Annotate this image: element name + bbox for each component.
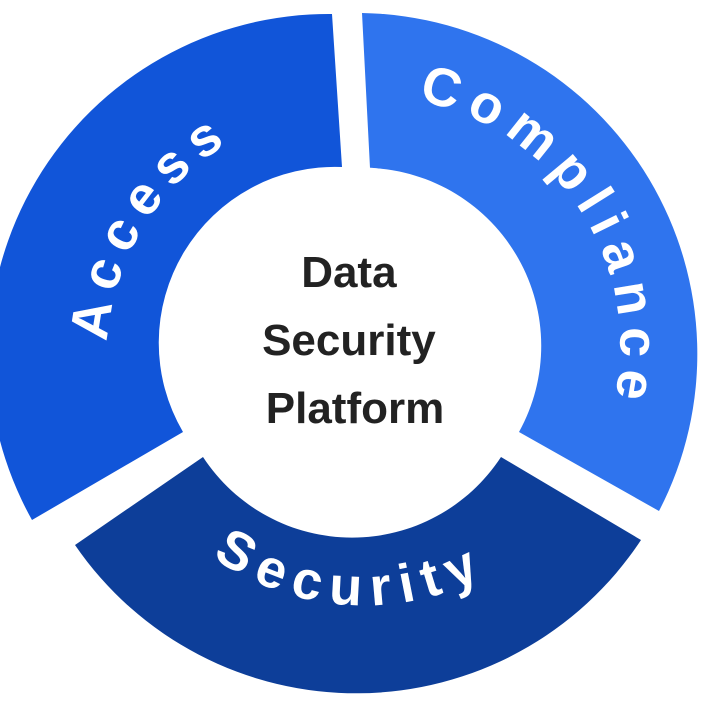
center-title-line-2: Security (262, 316, 436, 365)
segment-security (75, 457, 641, 694)
center-title-line-1: Data (301, 248, 397, 297)
segment-compliance (362, 13, 698, 511)
center-title: Data Security Platform (262, 248, 448, 433)
center-title-line-3: Platform (266, 384, 444, 433)
center-circle (177, 167, 533, 523)
segment-access (0, 13, 342, 520)
